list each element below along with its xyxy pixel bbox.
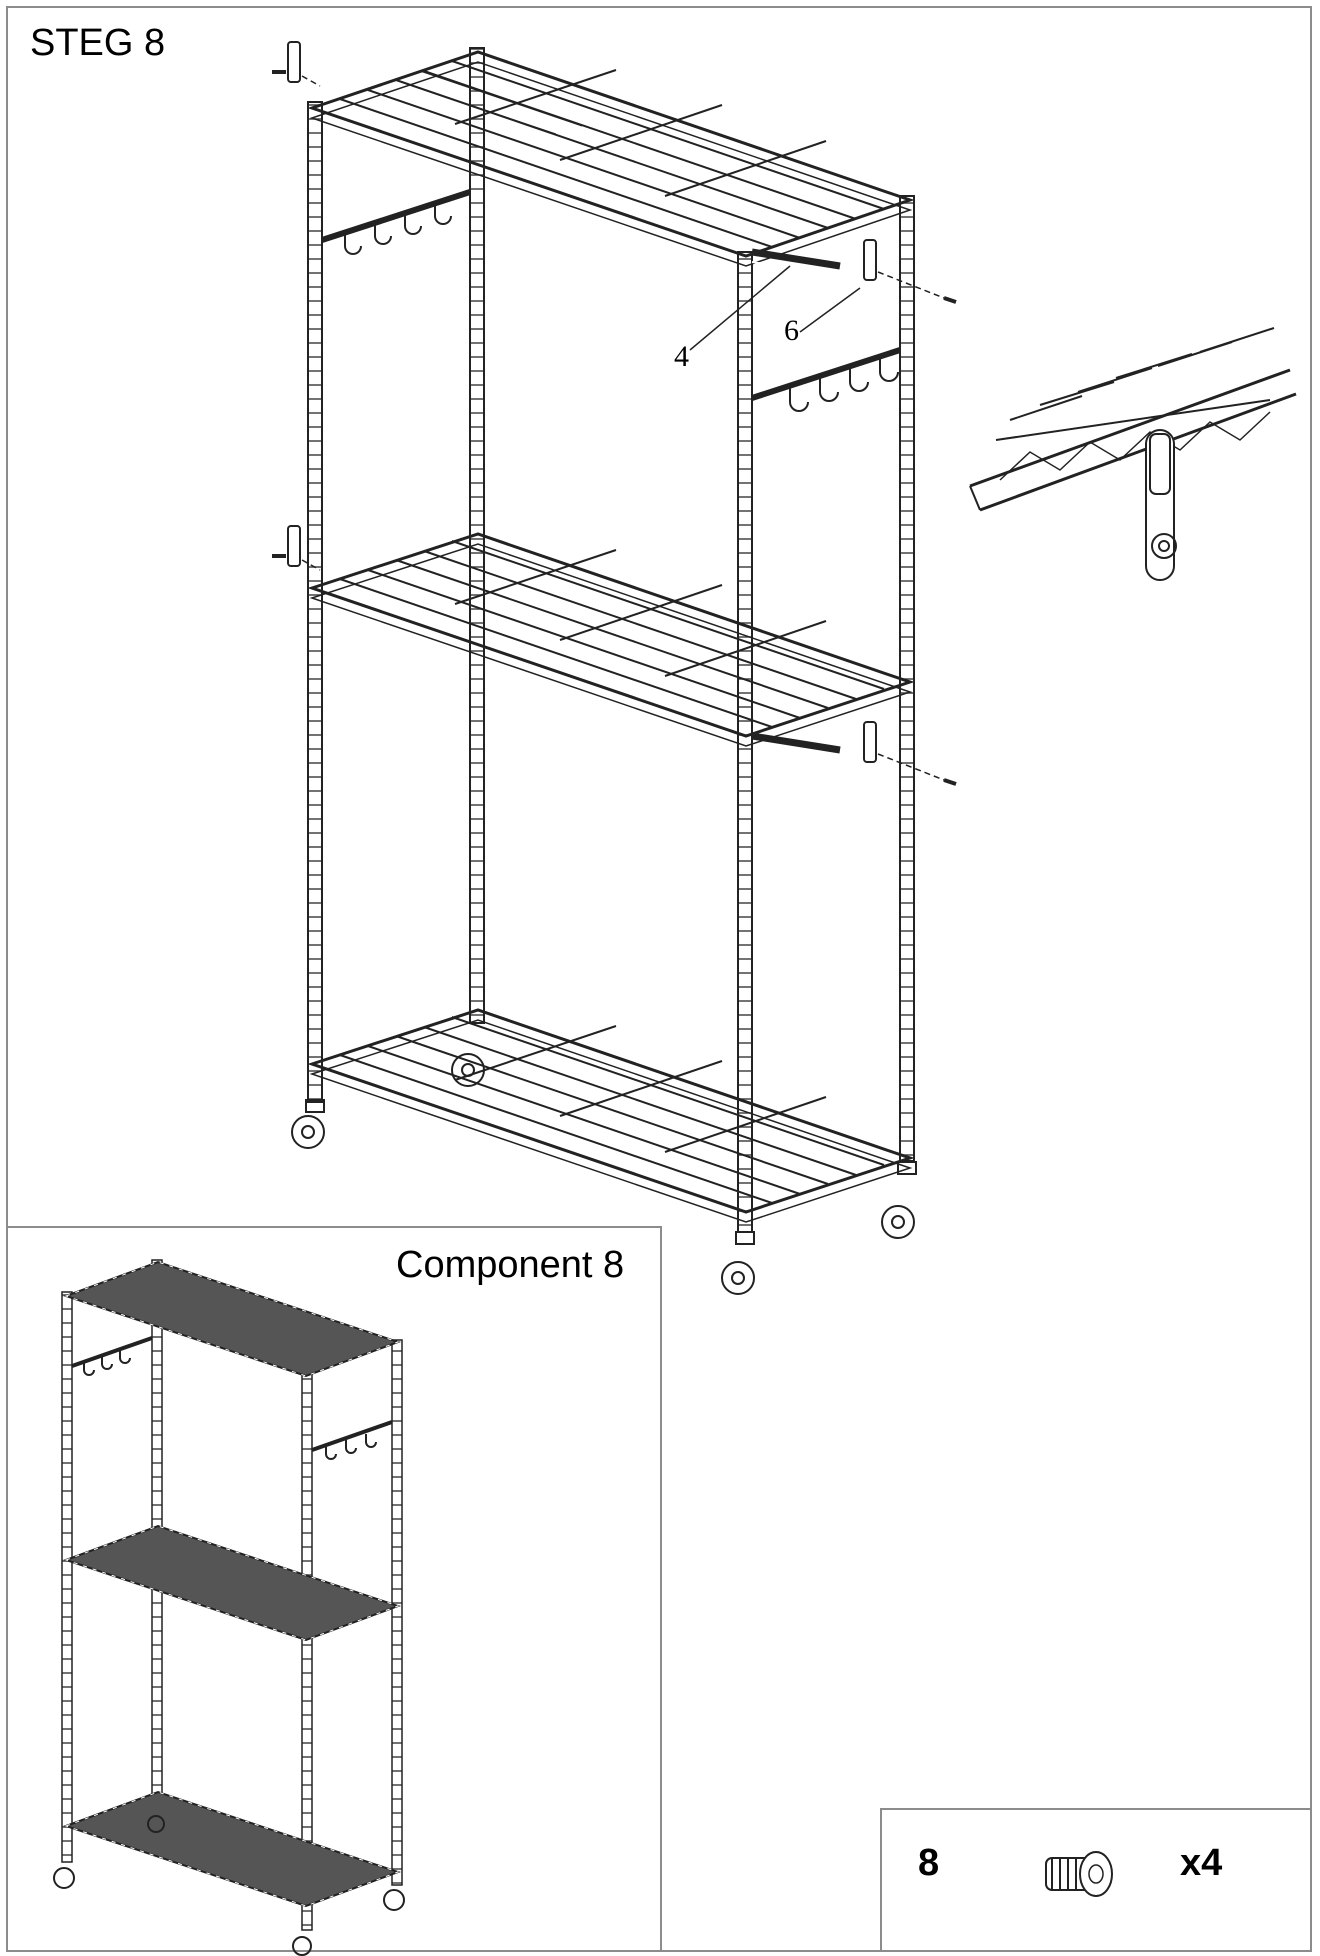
bracket-middle-left (272, 525, 321, 571)
main-shelf-unit (272, 41, 957, 1295)
callout-label-6: 6 (784, 314, 799, 347)
post-back-left (307, 101, 323, 1103)
hook-bar-right (751, 347, 901, 412)
bracket-detail-view (969, 327, 1297, 581)
parts-panel (880, 1808, 1312, 1952)
part-number: 8 (918, 1842, 940, 1884)
component-mini-drawing (53, 1259, 405, 1956)
component-label: Component 8 (396, 1244, 625, 1286)
caster-back-middle (451, 1053, 485, 1087)
bracket-top-left (272, 41, 321, 87)
callout-label-4: 4 (674, 340, 689, 373)
top-shelf (307, 50, 915, 267)
step-title: STEG 8 (30, 22, 166, 64)
post-front-right (737, 251, 753, 1233)
bottom-shelf (307, 1008, 915, 1223)
diagram-frame (6, 6, 1312, 1952)
bracket-upper-right (863, 239, 957, 304)
callout-line-6 (799, 287, 861, 333)
component-panel (6, 1226, 662, 1952)
rod-upper (751, 248, 841, 277)
part-quantity: x4 (1180, 1842, 1223, 1884)
caster-back-left (291, 1099, 325, 1149)
caster-front-right (721, 1231, 755, 1295)
middle-shelf (307, 532, 915, 747)
rod-lower (751, 732, 841, 754)
hook-bar-left (321, 189, 471, 255)
callout-line-4 (689, 265, 791, 351)
bracket-lower-right (863, 721, 957, 786)
caster-far-right (881, 1161, 917, 1239)
screw-icon (1045, 1851, 1113, 1897)
